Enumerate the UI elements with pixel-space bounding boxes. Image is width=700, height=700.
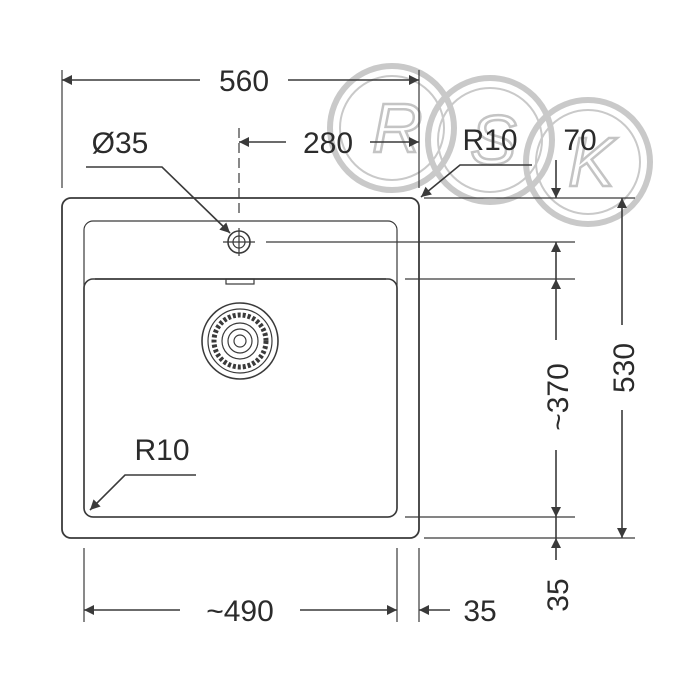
extension-lines bbox=[61, 70, 635, 622]
watermark-ring-s-inner bbox=[437, 87, 543, 193]
watermark-ring-k-inner bbox=[535, 109, 641, 215]
drain-strainer bbox=[201, 302, 279, 380]
watermark-ring-k bbox=[523, 97, 653, 227]
dim-label-right-margin: 35 bbox=[463, 595, 496, 628]
tap-hole bbox=[223, 228, 255, 256]
dim-label-height-total: 530 bbox=[608, 343, 641, 393]
rsk-watermark: R S K bbox=[327, 63, 653, 227]
dim-label-top-margin: 70 bbox=[563, 124, 596, 157]
leader-corner-radius-top bbox=[420, 164, 532, 198]
dim-label-bowl-width: ~490 bbox=[206, 595, 274, 628]
watermark-letter-r: R bbox=[372, 89, 423, 167]
dim-label-tap-hole: Ø35 bbox=[92, 127, 149, 160]
dim-label-bottom-margin: 35 bbox=[542, 578, 575, 611]
dim-label-tap-offset: 280 bbox=[303, 127, 353, 160]
watermark-ring-r bbox=[327, 63, 457, 193]
leader-tap-hole bbox=[86, 166, 231, 234]
dim-label-width-total: 560 bbox=[219, 65, 269, 98]
watermark-letter-s: S bbox=[470, 101, 517, 179]
watermark-ring-r-inner bbox=[339, 75, 445, 181]
watermark-letter-k: K bbox=[568, 123, 618, 201]
dim-label-corner-radius-bowl: R10 bbox=[134, 434, 189, 467]
dim-label-corner-radius-top: R10 bbox=[462, 124, 517, 157]
leader-corner-radius-bowl bbox=[89, 474, 196, 511]
dim-label-bowl-depth: ~370 bbox=[542, 363, 575, 431]
overflow-slot bbox=[225, 278, 255, 285]
watermark-ring-s bbox=[425, 75, 555, 205]
